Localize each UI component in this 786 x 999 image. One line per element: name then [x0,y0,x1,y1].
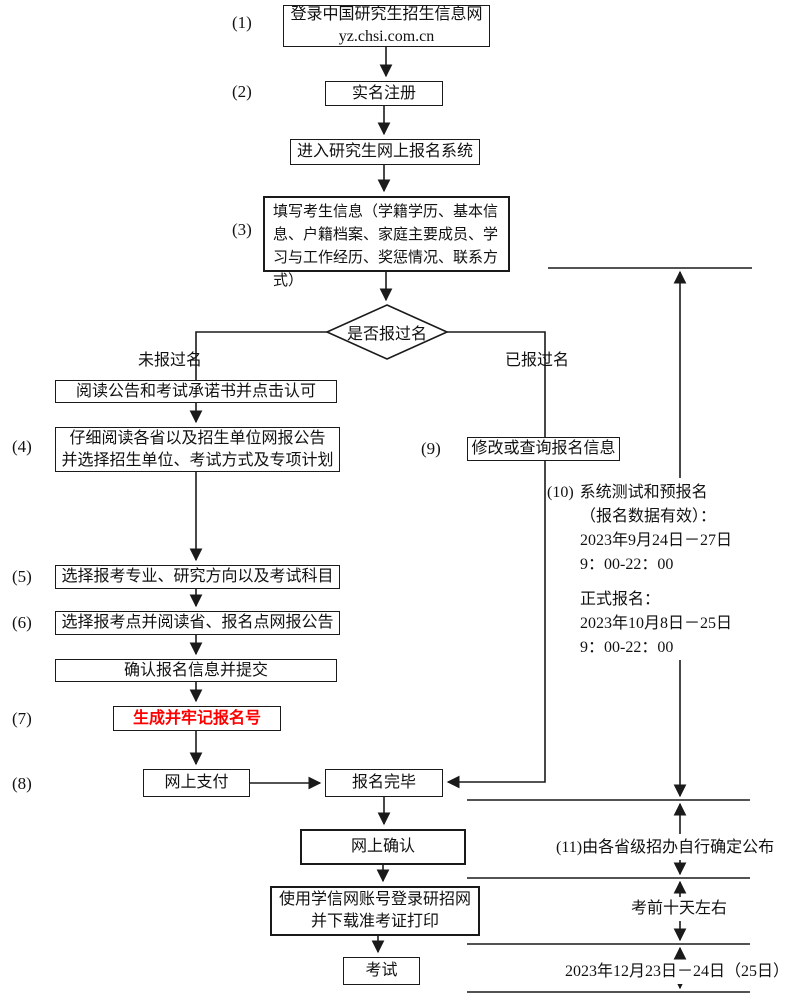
node-login: 登录中国研究生招生信息网 yz.chsi.com.cn [283,5,490,47]
node-login-url: yz.chsi.com.cn [338,28,435,45]
node-confirm-submit-label: 确认报名信息并提交 [123,661,268,679]
schedule-note: (10) 系统测试和预报名 （报名数据有效）： 2023年9月24日－27日 9：… [547,481,733,660]
node-enter-system-label: 进入研究生网上报名系统 [296,143,473,160]
node-login-line1: 登录中国研究生招生信息网 [290,6,483,23]
branch-label-not-registered: 未报过名 [138,352,203,369]
node-register: 实名注册 [325,81,443,106]
node-read-notice-label: 阅读公告和考试承诺书并点击认可 [75,382,316,400]
step-label-11: (11) [556,839,583,856]
schedule-note-line2: （报名数据有效）： [580,508,717,525]
node-choose-major-label: 选择报考专业、研究方向以及考试科目 [61,568,334,585]
node-download-ticket-line1: 使用学信网账号登录研招网 [278,891,471,908]
step-label-3: (3) [232,220,252,239]
schedule-note-line1: (10) 系统测试和预报名 [547,481,732,505]
decision-label: 是否报过名 [346,326,427,343]
node-modify-query: 修改或查询报名信息 [467,437,620,461]
confirm-note: (11)由各省级招办自行确定公布 [556,836,775,860]
node-read-province: 仔细阅读各省以及招生单位网报公告 并选择招生单位、考试方式及专项计划 [55,427,340,472]
step-label-9: (9) [421,439,441,458]
node-complete: 报名完毕 [325,769,443,797]
step-label-10: (10) [547,484,574,501]
node-online-confirm: 网上确认 [300,829,466,865]
step-label-2: (2) [232,82,252,101]
step-label-6: (6) [12,613,32,632]
schedule-pre-reg-time: 9：00-22：00 [580,556,674,573]
node-pay-label: 网上支付 [164,774,229,791]
step-label-7: (7) [12,709,32,728]
branch-label-registered: 已报过名 [505,352,570,369]
schedule-official-time: 9：00-22：00 [580,639,674,656]
step-label-5: (5) [12,567,32,586]
node-modify-query-label: 修改或查询报名信息 [471,440,616,457]
confirm-note-text: 由各省级招办自行确定公布 [582,839,775,856]
node-reg-number: 生成并牢记报名号 [113,706,281,731]
schedule-official-title: 正式报名： [580,591,661,608]
node-read-province-line1: 仔细阅读各省以及招生单位网报公告 [69,429,326,447]
node-download-ticket: 使用学信网账号登录研招网 并下载准考证打印 [270,886,480,936]
node-register-label: 实名注册 [351,84,416,102]
exam-date-note: 2023年12月23日－24日（25日） [565,960,786,984]
step-label-4: (4) [12,437,32,456]
node-complete-label: 报名完毕 [351,774,416,791]
schedule-official-date: 2023年10月8日－25日 [580,615,733,632]
node-read-province-line2: 并选择招生单位、考试方式及专项计划 [61,451,334,469]
node-reg-number-label: 生成并牢记报名号 [132,709,261,727]
node-read-notice: 阅读公告和考试承诺书并点击认可 [55,380,337,403]
step-label-1: (1) [232,13,252,32]
node-fill-info: 填写考生信息（学籍学历、基本信息、户籍档案、家庭主要成员、学习与工作经历、奖惩情… [263,196,510,289]
schedule-pre-reg-date: 2023年9月24日－27日 [580,532,733,549]
node-exam: 考试 [343,957,420,985]
node-choose-site-label: 选择报考点并阅读省、报名点网报公告 [61,614,334,631]
node-choose-site: 选择报考点并阅读省、报名点网报公告 [55,611,340,635]
node-online-confirm-label: 网上确认 [350,838,415,855]
step-label-8: (8) [12,774,32,793]
node-exam-label: 考试 [365,962,398,979]
node-pay: 网上支付 [143,769,250,797]
decision-has-registered: 是否报过名 [327,305,447,359]
node-fill-info-label: 填写考生信息（学籍学历、基本信息、户籍档案、家庭主要成员、学习与工作经历、奖惩情… [273,204,499,289]
node-enter-system: 进入研究生网上报名系统 [290,139,480,165]
schedule-title: 系统测试和预报名 [579,484,708,501]
node-choose-major: 选择报考专业、研究方向以及考试科目 [55,565,340,589]
node-confirm-submit: 确认报名信息并提交 [55,659,337,682]
node-download-ticket-line2: 并下载准考证打印 [310,913,439,930]
before-exam-note: 考前十天左右 [631,897,728,921]
